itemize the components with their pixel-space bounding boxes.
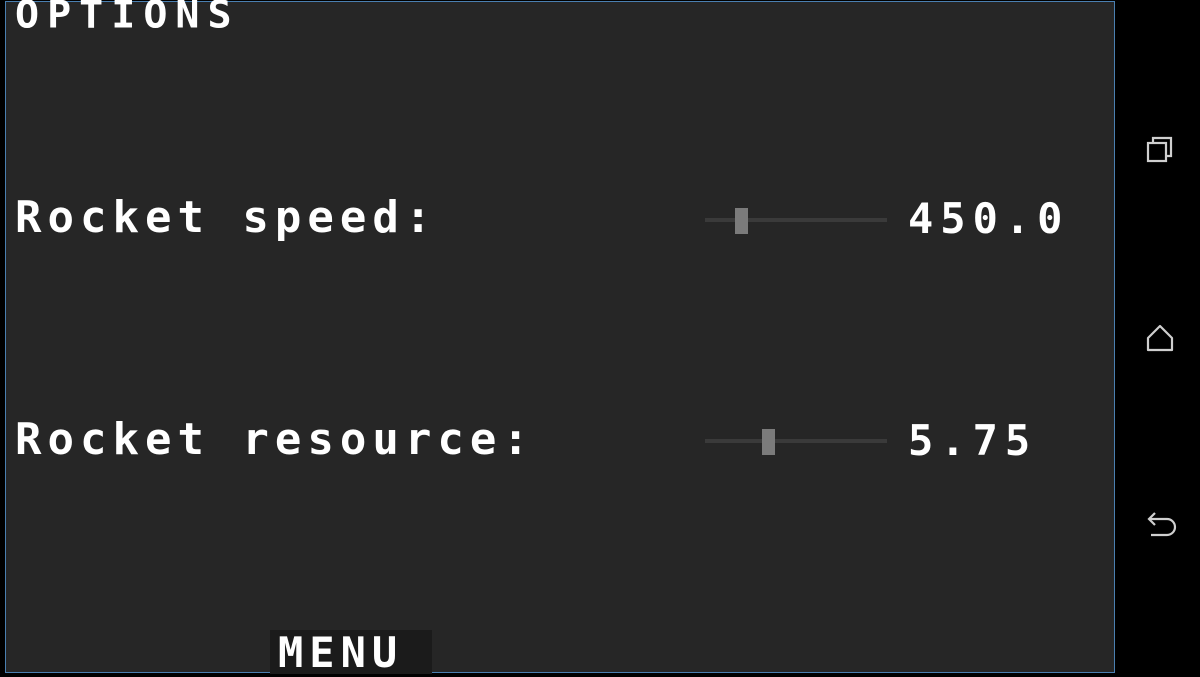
- rocket-speed-label: Rocket speed:: [15, 192, 438, 243]
- page-title: OPTIONS: [15, 0, 240, 37]
- slider-track[interactable]: [705, 218, 887, 222]
- home-icon[interactable]: [1140, 318, 1180, 358]
- rocket-speed-value: 450.0: [908, 194, 1070, 243]
- android-navigation-bar: [1120, 0, 1200, 675]
- slider-handle[interactable]: [735, 208, 748, 234]
- recents-icon[interactable]: [1140, 130, 1180, 170]
- slider-track[interactable]: [705, 439, 887, 443]
- slider-handle[interactable]: [762, 429, 775, 455]
- rocket-resource-label: Rocket resource:: [15, 414, 535, 465]
- rocket-resource-slider[interactable]: [705, 429, 887, 455]
- rocket-speed-slider[interactable]: [705, 208, 887, 234]
- options-screen: OPTIONS Rocket speed: 450.0 Rocket resou…: [5, 0, 1115, 677]
- menu-button-label: MENU: [278, 628, 404, 677]
- rocket-resource-value: 5.75: [908, 416, 1038, 465]
- back-icon[interactable]: [1140, 505, 1180, 545]
- menu-button[interactable]: MENU: [270, 628, 432, 677]
